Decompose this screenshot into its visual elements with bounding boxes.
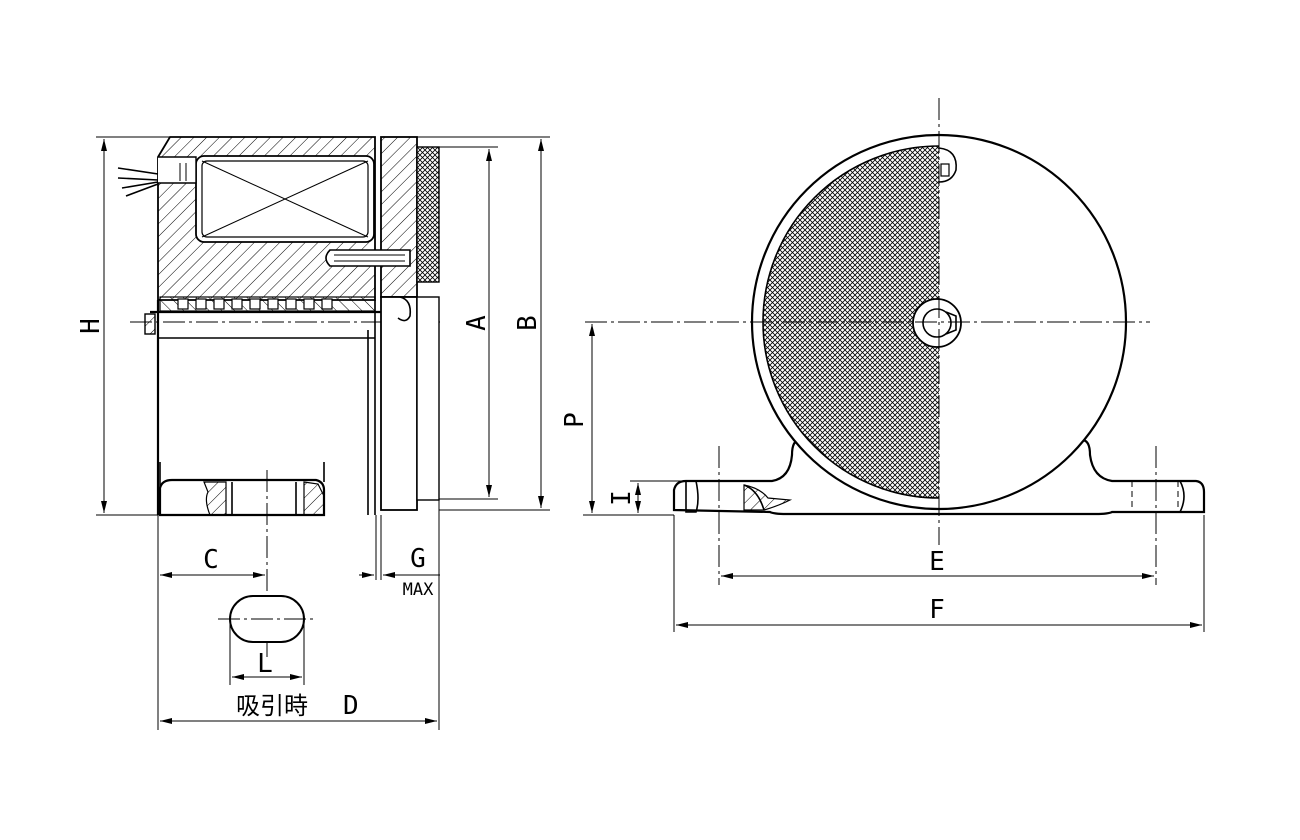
lead-wire — [117, 167, 159, 197]
armature-plate-lower — [380, 296, 418, 511]
guide-pin-detail — [334, 254, 405, 262]
dimensions-right: P I E F — [560, 324, 1205, 632]
spring-cell — [195, 298, 207, 310]
foot-left-end-hatch — [685, 480, 699, 513]
foot-hole-hidden — [1131, 481, 1179, 512]
lead-hole — [940, 163, 950, 177]
hub-key — [945, 311, 957, 335]
spring-cell — [231, 298, 243, 310]
spring-cell — [213, 298, 225, 310]
front-view — [585, 98, 1206, 585]
foot-hole-hatch-left — [203, 481, 227, 516]
dim-d-label: D — [343, 691, 359, 721]
spring-cell — [285, 298, 297, 310]
dim-d-prefix: 吸引時 — [236, 692, 308, 720]
armature-plate-section — [380, 136, 418, 298]
dim-p-label: P — [560, 412, 590, 428]
dim-b-label: B — [513, 315, 543, 331]
dimensions-left: H A B C G MAX L 吸引時 D — [76, 136, 550, 730]
guide-pin — [325, 249, 411, 267]
foot-hole-hatch-right — [303, 481, 325, 516]
hub-inner — [922, 308, 952, 338]
foot-fillet-line — [743, 484, 765, 511]
lead-clamp — [179, 163, 187, 181]
lead-wire-groove — [158, 156, 197, 184]
section-view — [117, 136, 440, 660]
friction-lining — [416, 146, 440, 283]
spring-row — [177, 298, 333, 310]
dim-a-label: A — [462, 315, 492, 331]
dim-f-label: F — [929, 595, 945, 625]
spring-cell — [321, 298, 333, 310]
dim-g-note: MAX — [403, 580, 434, 600]
snap-ring-left — [144, 313, 156, 335]
spring-cell — [177, 298, 189, 310]
spring-cell — [249, 298, 261, 310]
dim-e-label: E — [929, 547, 945, 577]
spring-cell — [303, 298, 315, 310]
coil-cross — [201, 160, 369, 238]
dim-g-label: G — [410, 544, 426, 574]
base-plate-outline — [672, 438, 1206, 516]
body-right-edge — [367, 300, 376, 515]
dim-l-label: L — [257, 649, 273, 679]
foot-right-hole-curve — [1179, 480, 1185, 513]
foot-fillet-hatch — [743, 484, 793, 511]
foot-base-left — [158, 478, 326, 517]
dim-h-label: H — [76, 318, 106, 334]
spring-cell — [267, 298, 279, 310]
dim-c-label: C — [203, 545, 219, 575]
foot-risers — [159, 462, 325, 488]
lead-boss — [938, 147, 957, 183]
hub-snap — [397, 296, 412, 322]
dim-i-label: I — [607, 490, 637, 506]
friction-lining-lower — [416, 296, 440, 501]
